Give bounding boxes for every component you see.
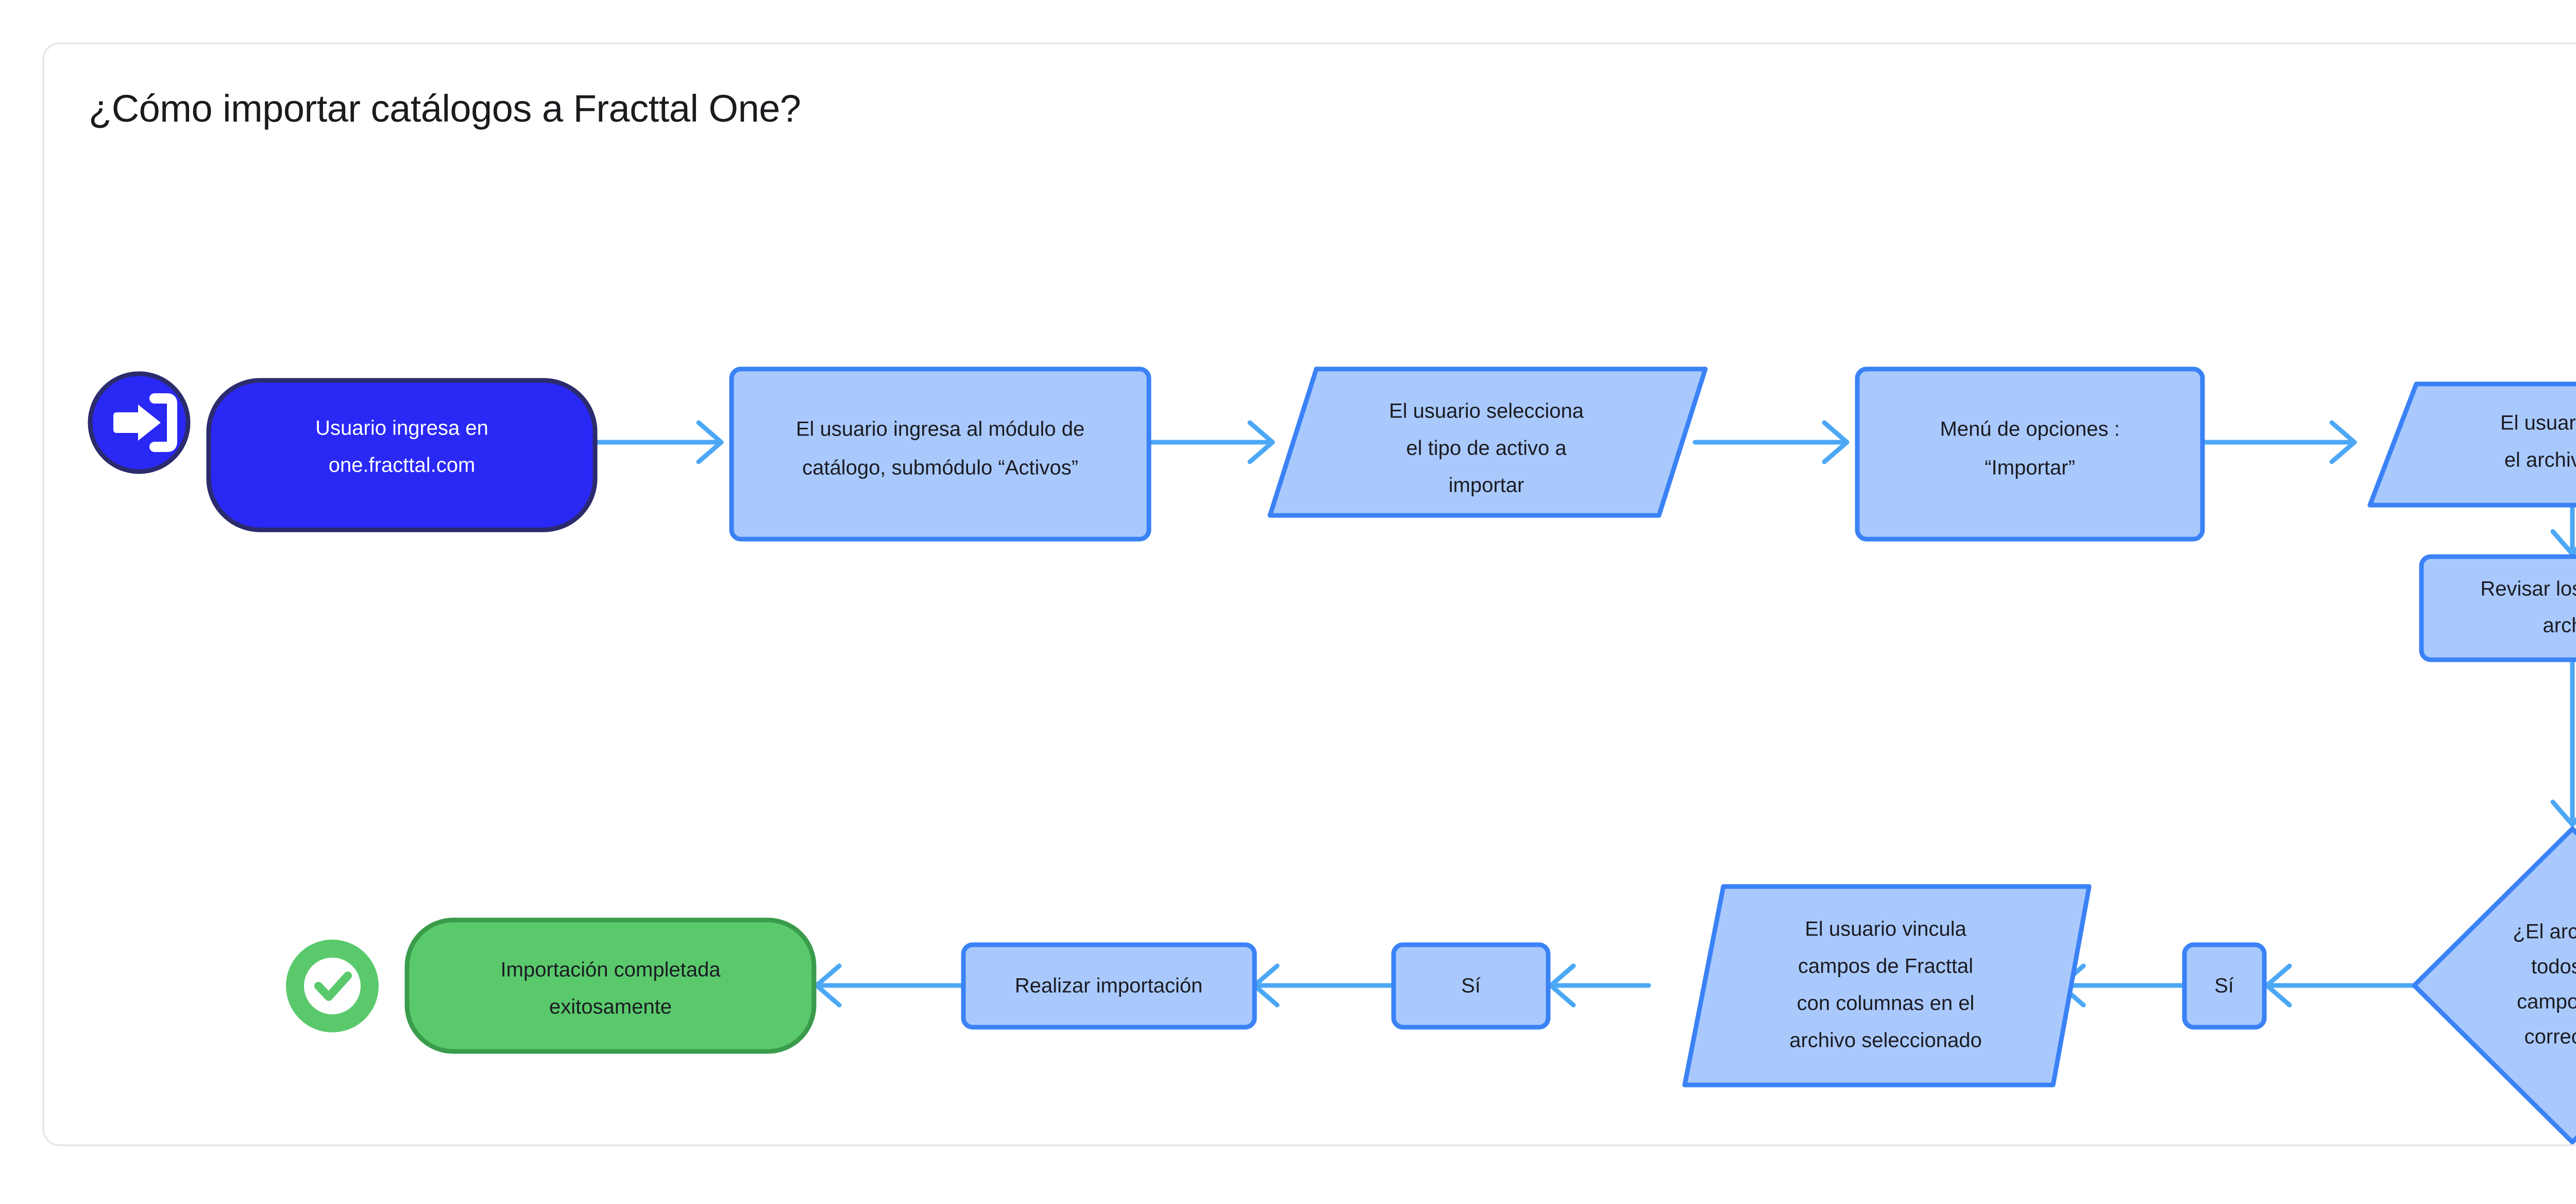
node-tipo-activo[interactable]: El usuario selecciona el tipo de activo … — [1267, 366, 1708, 518]
edge-start-to-modulo — [592, 420, 724, 464]
node-realizar[interactable]: Realizar importación — [961, 942, 1257, 1030]
node-start-shape[interactable] — [206, 378, 598, 532]
end-badge — [286, 940, 379, 1032]
node-fin[interactable]: Importación completada exitosamente — [404, 917, 817, 1054]
edge-revisar-to-decision — [2550, 657, 2576, 827]
node-realizar-label: Realizar importación — [1015, 975, 1203, 997]
node-archivo-shape[interactable] — [2367, 381, 2576, 508]
node-archivo-line2: el archivo a importar — [2504, 449, 2576, 472]
edge-si-left-to-realizar — [1252, 963, 1394, 1008]
node-modulo-shape[interactable] — [729, 366, 1151, 542]
node-archivo-line1: El usuario selecciona — [2500, 412, 2576, 434]
node-si-left-shape[interactable] — [1391, 942, 1551, 1030]
node-revisar-line1: Revisar los datos del — [2480, 578, 2576, 600]
node-start[interactable]: Usuario ingresa en one.fracttal.com — [206, 378, 598, 532]
node-decision-line4: correctos? — [2524, 1026, 2576, 1048]
node-vincula[interactable]: El usuario vincula campos de Fracttal co… — [1682, 884, 2092, 1088]
node-tipo-activo-line1: El usuario selecciona — [1389, 400, 1584, 423]
node-si-right[interactable]: Sí — [2182, 942, 2267, 1030]
node-vincula-line2: campos de Fracttal — [1798, 955, 1973, 978]
node-start-line1: Usuario ingresa en — [315, 417, 488, 440]
edge-tipoactivo-to-menu — [1692, 420, 1850, 464]
node-revisar-shape[interactable] — [2419, 554, 2576, 662]
node-vincula-line4: archivo seleccionado — [1789, 1029, 1982, 1052]
node-menu-shape[interactable] — [1855, 366, 2205, 542]
start-badge — [88, 371, 191, 474]
node-menu-line1: Menú de opciones : — [1940, 418, 2120, 441]
node-revisar-line2: archivo — [2543, 614, 2576, 637]
edge-vincula-to-si-left — [1548, 963, 1651, 1008]
login-icon — [113, 393, 177, 452]
node-decision-line1: ¿El archivo y — [2513, 921, 2576, 943]
node-vincula-line3: con columnas en el — [1797, 992, 1975, 1015]
node-decision[interactable]: ¿El archivo y todos los campos son corre… — [2412, 826, 2576, 1145]
node-fin-line2: exitosamente — [549, 996, 672, 1018]
node-decision-shape[interactable] — [2412, 826, 2576, 1145]
edge-modulo-to-tipoactivo — [1146, 420, 1275, 464]
edge-archivo-to-revisar — [2550, 503, 2576, 557]
node-start-line2: one.fracttal.com — [329, 454, 476, 477]
node-modulo[interactable]: El usuario ingresa al módulo de catálogo… — [729, 366, 1151, 542]
edge-realizar-to-fin — [814, 963, 963, 1008]
node-menu-line2: “Importar” — [1985, 457, 2075, 479]
node-tipo-activo-shape[interactable] — [1267, 366, 1708, 518]
node-revisar[interactable]: Revisar los datos del archivo — [2419, 554, 2576, 662]
edge-menu-to-archivo — [2200, 420, 2357, 464]
check-circle-icon — [304, 958, 361, 1014]
node-vincula-shape[interactable] — [1682, 884, 2092, 1088]
node-realizar-shape[interactable] — [961, 942, 1257, 1030]
edge-si-right-to-vincula — [2058, 963, 2184, 1008]
node-vincula-line1: El usuario vincula — [1805, 918, 1967, 941]
node-si-right-label: Sí — [2214, 975, 2234, 997]
node-si-right-shape[interactable] — [2182, 942, 2267, 1030]
node-tipo-activo-line2: el tipo de activo a — [1406, 437, 1567, 460]
node-menu[interactable]: Menú de opciones : “Importar” — [1855, 366, 2205, 542]
node-si-left[interactable]: Sí — [1391, 942, 1551, 1030]
node-decision-line3: campos son — [2517, 991, 2576, 1013]
node-tipo-activo-line3: importar — [1449, 474, 1524, 497]
node-fin-shape[interactable] — [404, 917, 817, 1054]
node-decision-line2: todos los — [2531, 956, 2576, 978]
edge-decision-to-si-right — [2264, 963, 2416, 1008]
node-si-left-label: Sí — [1461, 975, 1481, 997]
node-fin-line1: Importación completada — [501, 959, 721, 981]
node-modulo-line2: catálogo, submódulo “Activos” — [802, 457, 1078, 479]
page-title: ¿Cómo importar catálogos a Fracttal One? — [89, 87, 801, 130]
node-archivo[interactable]: El usuario selecciona el archivo a impor… — [2367, 381, 2576, 508]
node-modulo-line1: El usuario ingresa al módulo de — [796, 418, 1084, 441]
